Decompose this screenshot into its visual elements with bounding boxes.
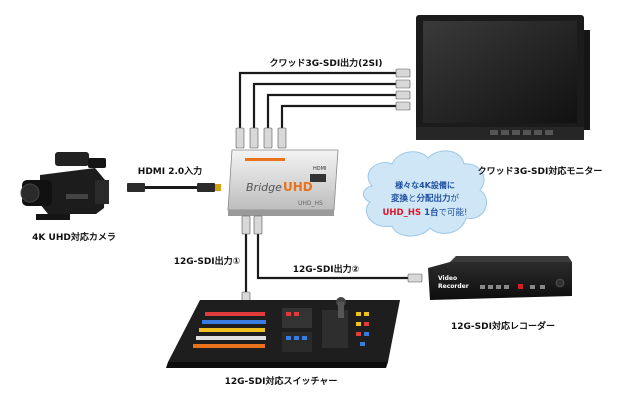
hdmi-cable [127,183,221,192]
label-hdmi-input: HDMI 2.0入力 [138,165,202,177]
camera [20,152,109,220]
label-quad-output: クワッド3G-SDI出力(2SI) [269,57,382,69]
device-brand-suffix: UHD [283,180,313,194]
device-side-label: HDMI [313,166,326,172]
label-sdi-out-2: 12G-SDI出力② [293,263,360,275]
cloud-line-1: 様々な4K設備に [395,180,455,190]
label-recorder: 12G-SDI対応レコーダー [451,320,555,332]
quad-sdi-cables [238,71,396,130]
device-brand: Bridge [246,181,282,194]
recorder: Video Recorder [428,256,572,300]
converter-device: Bridge UHD UHD_HS HDMI [227,149,339,216]
label-monitor: クワッド3G-SDI対応モニター [478,165,603,177]
label-switcher: 12G-SDI対応スイッチャー [225,375,338,387]
sdi-output-connectors [241,215,423,307]
label-camera: 4K UHD対応カメラ [32,231,116,243]
cloud-line-2: 変換と分配出力が [391,193,460,204]
recorder-panel-line-1: Video [438,275,457,282]
recorder-panel-line-2: Recorder [438,283,469,290]
label-sdi-out-1: 12G-SDI出力① [174,255,241,267]
monitor [416,15,590,140]
sdi-output-cables [244,232,408,300]
switcher [166,297,400,368]
device-model: UHD_HS [298,200,323,207]
quad-sdi-connectors-device [235,127,287,149]
quad-sdi-connectors-monitor [395,68,411,111]
